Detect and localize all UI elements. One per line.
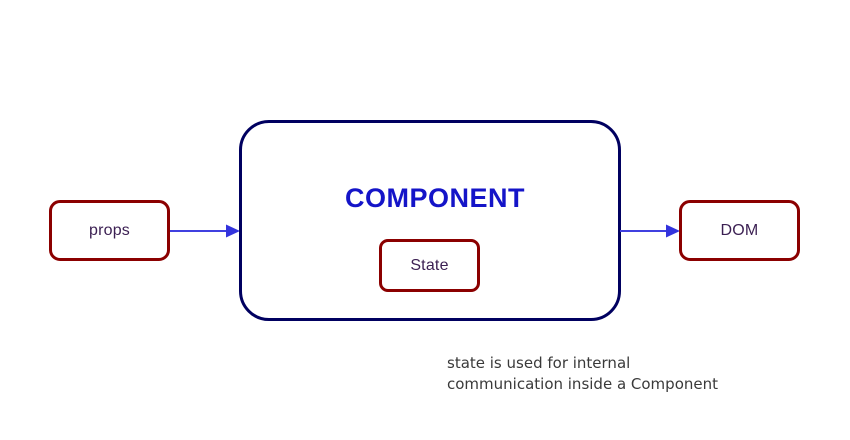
node-props-label: props: [88, 221, 131, 239]
caption-line-2: communication inside a Component: [447, 375, 718, 393]
node-state-label: State: [410, 256, 449, 274]
arrow-props-to-component: [170, 224, 240, 238]
arrow-head-icon: [666, 224, 680, 238]
node-dom[interactable]: DOM: [679, 200, 800, 261]
component-title: COMPONENT: [345, 183, 525, 213]
diagram-caption: state is used for internal communication …: [447, 353, 718, 395]
arrow-head-icon: [226, 224, 240, 238]
node-props[interactable]: props: [49, 200, 170, 261]
caption-line-1: state is used for internal: [447, 354, 631, 372]
node-state[interactable]: State: [379, 239, 480, 292]
node-dom-label: DOM: [720, 221, 759, 239]
arrow-component-to-dom: [620, 224, 680, 238]
